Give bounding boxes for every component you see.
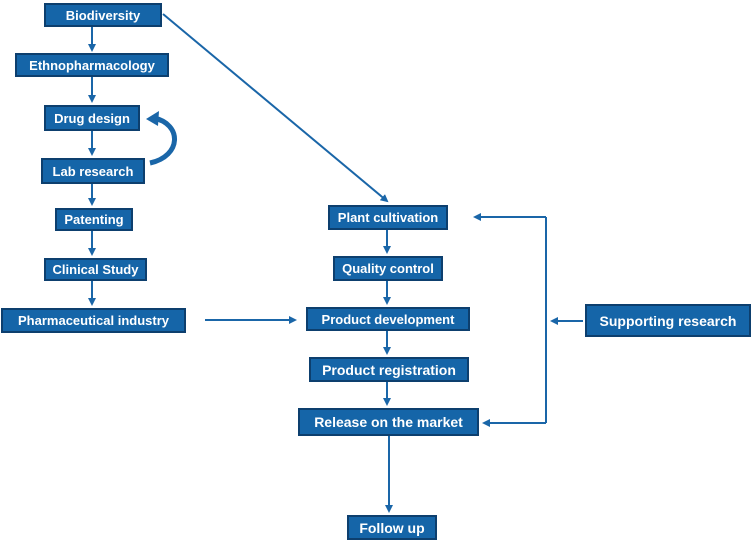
node-pharmaceutical-industry: Pharmaceutical industry <box>1 308 186 333</box>
node-patenting: Patenting <box>55 208 133 231</box>
node-product-registration: Product registration <box>309 357 469 382</box>
arrow-lab-to-drug-design-feedback <box>149 115 177 166</box>
node-clinical-study: Clinical Study <box>44 258 147 281</box>
arrow-biodiversity-to-cultivation <box>162 13 389 203</box>
node-follow-up: Follow up <box>347 515 437 540</box>
node-supporting-research: Supporting research <box>585 304 751 337</box>
feedback-arrowhead <box>146 111 159 126</box>
node-drug-design: Drug design <box>44 105 140 131</box>
node-lab-research: Lab research <box>41 158 145 184</box>
node-release-on-the-market: Release on the market <box>298 408 479 436</box>
node-product-development: Product development <box>306 307 470 331</box>
node-ethnopharmacology: Ethnopharmacology <box>15 53 169 77</box>
node-quality-control: Quality control <box>333 256 443 281</box>
node-plant-cultivation: Plant cultivation <box>328 205 448 230</box>
node-biodiversity: Biodiversity <box>44 3 162 27</box>
